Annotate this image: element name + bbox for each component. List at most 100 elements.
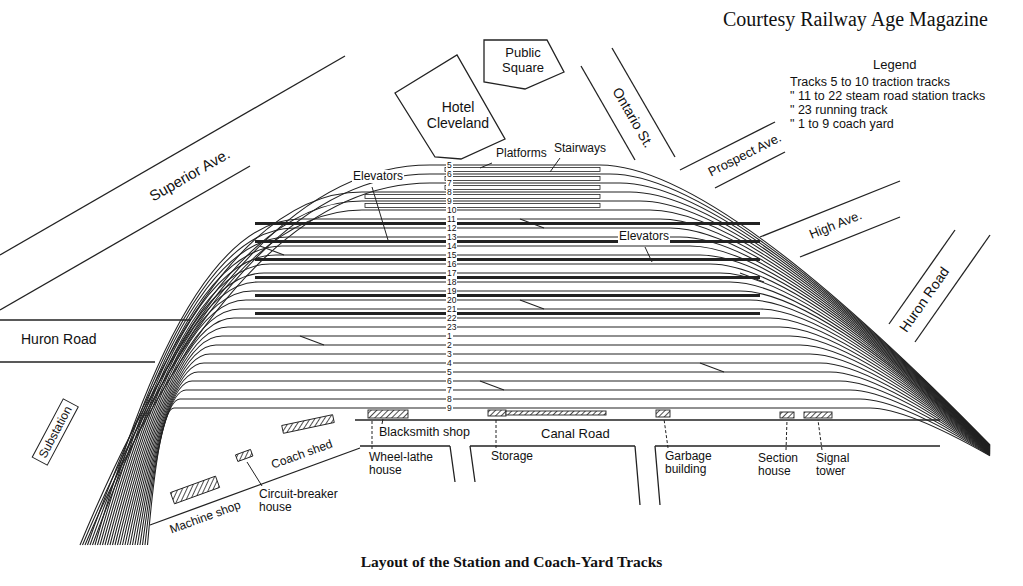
street-edge <box>150 448 360 525</box>
leader-line <box>372 187 388 240</box>
street-edge <box>355 419 940 420</box>
street-edge <box>635 446 660 505</box>
track-number: 11 <box>446 215 457 224</box>
storage-building <box>488 410 506 416</box>
rail-track <box>105 255 990 545</box>
node-text: Public Square <box>495 46 551 76</box>
rail-track <box>113 282 991 545</box>
track-number: 21 <box>446 305 457 314</box>
street-name: Ontario St. <box>608 84 656 152</box>
traction-platform <box>365 204 600 208</box>
traction-platform <box>365 195 600 199</box>
hotel-building: Hotel Cleveland <box>395 55 515 165</box>
track-number: 5 <box>446 368 453 377</box>
rail-track <box>130 345 990 545</box>
rail-track <box>143 390 991 545</box>
square-block: Public Square <box>483 40 565 90</box>
building-label: Machine shop <box>167 498 244 537</box>
track-number: 20 <box>446 296 457 305</box>
callout-label: Elevators <box>618 230 670 243</box>
track-number: 2 <box>446 341 453 350</box>
steam-platform <box>255 276 760 279</box>
track-number: 19 <box>446 287 457 296</box>
track-number: 6 <box>446 377 453 386</box>
traction-platform <box>445 168 600 172</box>
blacksmith-building <box>368 410 408 418</box>
steam-platform <box>255 312 760 315</box>
rail-track <box>125 327 990 545</box>
track-number: 3 <box>446 350 453 359</box>
track-number: 9 <box>446 404 453 413</box>
leader-group <box>247 158 822 486</box>
track-number: 9 <box>446 197 453 206</box>
track-number: 16 <box>446 260 457 269</box>
track-number: 8 <box>446 188 453 197</box>
building-label: Section house <box>757 452 811 479</box>
street-name: Canal Road <box>540 427 611 442</box>
steam-platform <box>255 294 760 297</box>
crossover <box>260 246 284 255</box>
node-text: Hotel Cleveland <box>425 99 491 131</box>
track-number: 12 <box>446 224 457 233</box>
track-number: 5 <box>446 161 453 170</box>
rail-track <box>108 264 991 545</box>
rail-track <box>93 210 991 545</box>
rail-track <box>90 201 990 545</box>
substation-box: Substation <box>31 398 79 466</box>
rail-track <box>138 372 991 545</box>
rail-track <box>123 318 991 545</box>
building-label: Wheel-lathe house <box>368 451 440 478</box>
leader-line <box>664 419 668 448</box>
coach-shed-building <box>282 415 335 434</box>
steam-platform <box>255 258 760 261</box>
track-number: 17 <box>446 269 457 278</box>
track-number: 13 <box>446 233 457 242</box>
rail-track <box>110 273 990 545</box>
callout-label: Elevators <box>352 170 404 183</box>
legend-entry: " 23 running track <box>790 103 995 117</box>
traction-platform <box>445 186 600 190</box>
track-number: 7 <box>446 386 453 395</box>
track-group <box>80 165 990 545</box>
rail-track <box>95 219 990 545</box>
callout-label: Stairways <box>553 142 607 155</box>
track-number: 15 <box>446 251 457 260</box>
crossover <box>300 336 324 345</box>
leader-line <box>645 247 652 262</box>
track-number: 6 <box>446 170 453 179</box>
building-label: Garbage building <box>664 450 726 477</box>
signal-tower-building <box>804 412 832 418</box>
rail-track <box>128 336 991 545</box>
figure-caption: Layout of the Station and Coach-Yard Tra… <box>0 553 1023 571</box>
leader-line <box>818 420 822 450</box>
rail-track <box>145 399 990 545</box>
leader-line <box>382 419 383 424</box>
section-house-building <box>780 412 794 418</box>
rail-track <box>100 237 990 545</box>
steam-platform <box>255 222 760 225</box>
rail-track <box>140 381 990 545</box>
legend-heading: Legend <box>872 58 917 73</box>
leader-line <box>786 420 787 450</box>
outline-shape <box>395 55 505 159</box>
track-number: 4 <box>446 359 453 368</box>
leader-line <box>372 420 373 449</box>
track-number: 23 <box>446 323 457 332</box>
rail-track <box>103 246 991 545</box>
garbage-building <box>656 410 670 417</box>
building-label: Signal tower <box>815 452 869 479</box>
crossover <box>480 381 504 390</box>
rail-track <box>80 165 990 545</box>
rail-track <box>88 192 991 545</box>
track-number: 10 <box>446 206 457 215</box>
leader-line <box>480 163 492 168</box>
legend-entry: Tracks 5 to 10 traction tracks <box>790 75 995 89</box>
rail-track <box>83 174 991 545</box>
street-edge <box>0 166 250 310</box>
rail-track <box>115 291 990 545</box>
street-name: Superior Ave. <box>146 145 234 205</box>
circuit-breaker-building <box>235 449 252 461</box>
building-label: Storage <box>490 450 534 463</box>
track-number: 22 <box>446 314 457 323</box>
